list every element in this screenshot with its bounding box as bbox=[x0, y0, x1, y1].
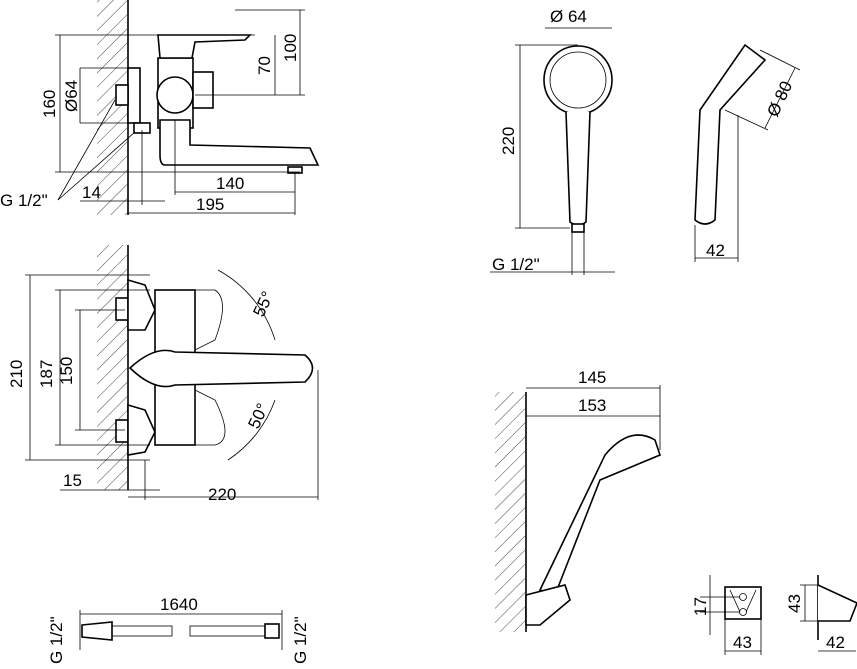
dim-holder-depth-42: 42 bbox=[826, 633, 845, 652]
dim-side-70: 70 bbox=[255, 56, 274, 75]
thread-label-hose-right: G 1/2" bbox=[291, 616, 310, 664]
faucet-front-view: 210 187 150 55° 50° 15 220 bbox=[7, 245, 319, 504]
dim-holder-width-43: 43 bbox=[733, 633, 752, 652]
holder-views: 17 43 43 42 bbox=[691, 575, 857, 655]
dim-hose-length-1640: 1640 bbox=[160, 595, 198, 614]
angle-up-55: 55° bbox=[249, 288, 277, 319]
thread-label-side: G 1/2" bbox=[0, 191, 48, 210]
dim-front-15: 15 bbox=[63, 471, 82, 490]
dim-side-195: 195 bbox=[196, 195, 224, 214]
dim-head-diameter-80: Ø 80 bbox=[763, 78, 796, 119]
angle-down-50: 50° bbox=[244, 400, 272, 431]
dim-side-diameter-64: Ø64 bbox=[62, 80, 81, 112]
dim-side-140: 140 bbox=[216, 174, 244, 193]
hose-view: 1640 G 1/2" G 1/2" bbox=[47, 595, 310, 664]
thread-label-head: G 1/2" bbox=[492, 255, 540, 274]
shower-mounted-view: 145 153 bbox=[495, 368, 661, 632]
dim-holder-17: 17 bbox=[691, 597, 710, 616]
dim-mounted-153: 153 bbox=[578, 396, 606, 415]
dim-head-42: 42 bbox=[706, 241, 725, 260]
dim-front-150: 150 bbox=[57, 357, 76, 385]
faucet-side-view: 160 Ø64 70 100 14 140 195 G 1/2" bbox=[0, 0, 320, 215]
dim-side-height-160: 160 bbox=[40, 90, 59, 118]
dim-holder-height-43: 43 bbox=[785, 594, 804, 613]
dim-head-diameter-64: Ø 64 bbox=[550, 7, 587, 26]
thread-label-hose-left: G 1/2" bbox=[47, 616, 66, 664]
dim-mounted-145: 145 bbox=[578, 368, 606, 387]
dim-side-14: 14 bbox=[82, 183, 101, 202]
shower-head-views: Ø 64 220 Ø 80 G 1/2" 42 bbox=[490, 7, 801, 275]
dim-front-220: 220 bbox=[208, 485, 236, 504]
dim-side-100: 100 bbox=[281, 34, 300, 62]
dim-head-220: 220 bbox=[499, 127, 518, 155]
dim-front-187: 187 bbox=[37, 360, 56, 388]
dim-front-210: 210 bbox=[7, 360, 26, 388]
